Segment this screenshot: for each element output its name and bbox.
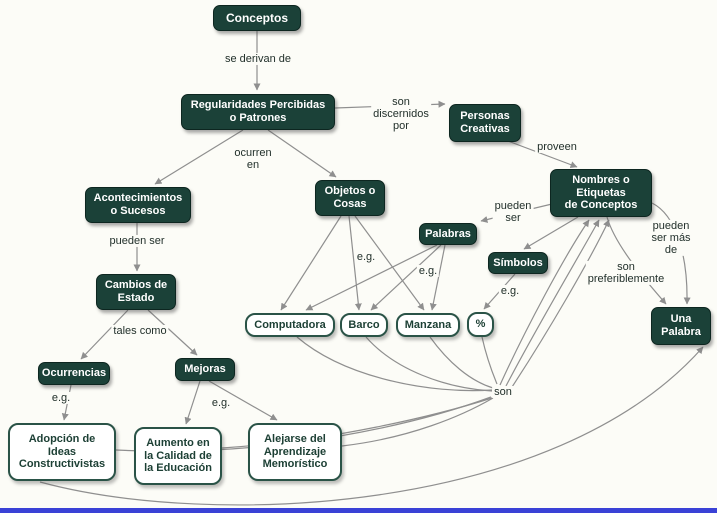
node-regularidades[interactable]: Regularidades Percibidas o Patrones [181,94,335,130]
edge-son-nombres-etiquetas [511,219,610,388]
node-conceptos[interactable]: Conceptos [213,5,301,31]
edge-label-ocurren-en[interactable]: ocurren en [232,146,274,172]
edge-mejoras-alejarse [208,380,278,421]
node-computadora[interactable]: Computadora [245,313,335,337]
edge-label-son[interactable]: son [492,385,514,399]
edge-mejoras-aumento [184,380,201,425]
node-mejoras[interactable]: Mejoras [175,358,235,381]
edge-label-pueden-ser-mas-de[interactable]: pueden ser más de [649,219,693,257]
edge-label-eg-objetos[interactable]: e.g. [354,250,378,264]
edge-regularidades-acontecimientos [154,129,244,185]
edge-palabras-manzana [429,244,446,311]
edge-regularidades-objetos-cosas [267,129,337,178]
node-simbolos[interactable]: Símbolos [488,252,548,274]
node-manzana[interactable]: Manzana [396,313,460,337]
edge-nombres-etiquetas-simbolos [523,216,579,250]
edge-manzana-son [429,336,494,389]
edge-palabras-barco [370,244,442,311]
edge-barco-son [365,336,493,392]
edge-label-eg-palabras[interactable]: e.g. [416,264,440,278]
node-objetos-cosas[interactable]: Objetos o Cosas [315,180,385,216]
node-cambios-estado[interactable]: Cambios de Estado [96,274,176,310]
edge-label-eg-mejoras[interactable]: e.g. [209,396,233,410]
node-acontecimientos[interactable]: Acontecimientos o Sucesos [85,187,191,223]
bottom-border-bar [0,508,717,513]
edge-label-proveen[interactable]: proveen [535,140,579,154]
node-una-palabra[interactable]: Una Palabra [651,307,711,345]
edge-personas-creativas-nombres-etiquetas [507,140,578,168]
node-palabras[interactable]: Palabras [419,223,477,245]
edge-objetos-cosas-manzana [354,215,425,311]
node-aumento[interactable]: Aumento en la Calidad de la Educación [134,427,222,485]
node-barco[interactable]: Barco [340,313,388,337]
node-personas-creativas[interactable]: Personas Creativas [449,104,521,142]
edge-son-nombres-etiquetas [499,219,590,386]
edge-cambios-estado-ocurrencias [80,309,129,360]
edge-label-eg-ocurrencias[interactable]: e.g. [49,391,73,405]
edge-label-eg-simbolos[interactable]: e.g. [498,284,522,298]
edge-adopcion-una-palabra [39,346,704,506]
edge-label-pueden-ser-izq[interactable]: pueden ser [107,234,167,248]
edge-cambios-estado-mejoras [147,309,198,356]
edge-percent-son [481,336,498,385]
edge-son-nombres-etiquetas [505,219,600,387]
edge-label-son-discernidos-por[interactable]: son discernidos por [371,95,431,133]
edge-computadora-son [296,336,493,392]
node-ocurrencias[interactable]: Ocurrencias [38,362,110,385]
edge-label-tales-como[interactable]: tales como [111,324,169,338]
edge-palabras-computadora [305,244,438,311]
edge-label-pueden-ser-der[interactable]: pueden ser [492,199,534,225]
edge-objetos-cosas-barco [348,215,362,311]
edge-label-se-derivan-de[interactable]: se derivan de [222,52,294,66]
edge-objetos-cosas-computadora [280,215,342,311]
node-adopcion[interactable]: Adopción de Ideas Constructivistas [8,423,116,481]
node-nombres-etiquetas[interactable]: Nombres o Etiquetas de Conceptos [550,169,652,217]
edge-alejarse-son [341,397,494,447]
node-percent[interactable]: % [467,312,494,337]
edge-label-son-preferiblemente[interactable]: son preferiblemente [585,260,667,286]
node-alejarse[interactable]: Alejarse del Aprendizaje Memorístico [248,423,342,481]
